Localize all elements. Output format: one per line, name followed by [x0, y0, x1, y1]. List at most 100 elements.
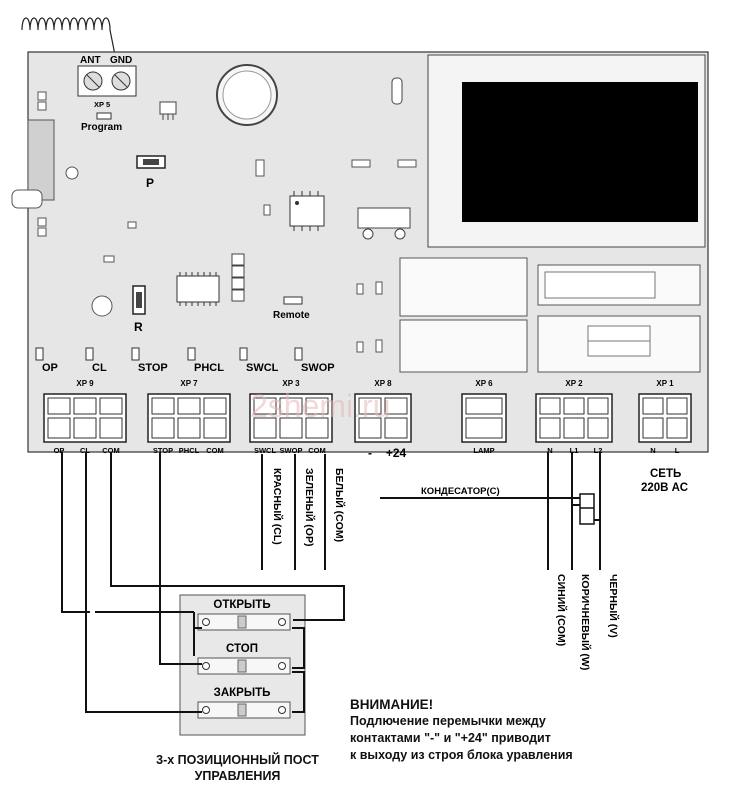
- terminal-socket[interactable]: [151, 417, 175, 439]
- terminal-screw[interactable]: [384, 397, 408, 415]
- terminal-socket[interactable]: [73, 417, 97, 439]
- terminal-pin-label: L1: [570, 446, 579, 455]
- terminal-socket[interactable]: [47, 417, 71, 439]
- warning-line2: контактами "-" и "+24" приводит: [350, 731, 551, 745]
- warning-line1: Подлючение перемычки между: [350, 714, 546, 728]
- indicator-led-swcl: [239, 347, 248, 361]
- terminal-pin-label: COM: [308, 446, 326, 455]
- terminal-socket[interactable]: [279, 417, 303, 439]
- watermark: 2shemi.ru: [250, 388, 391, 424]
- terminal-pin-label: SWOP: [280, 446, 303, 455]
- terminal-pin-label: OP: [54, 446, 65, 455]
- terminal-socket[interactable]: [253, 417, 277, 439]
- terminal-screw[interactable]: [253, 397, 277, 415]
- indicator-label-phcl: PHCL: [194, 362, 224, 374]
- capacitor-icon: [579, 493, 595, 525]
- post-wires: [61, 452, 345, 713]
- program-label: Program: [81, 122, 122, 133]
- capacitor-label: КОНДЕСАТОР(С): [421, 486, 500, 497]
- indicator-led-swop: [294, 347, 303, 361]
- terminal-screw[interactable]: [73, 397, 97, 415]
- small-resistors: [103, 159, 417, 353]
- mounting-hole: [65, 166, 79, 180]
- terminal-socket[interactable]: [177, 417, 201, 439]
- terminal-socket[interactable]: [384, 417, 408, 439]
- terminal-pin-label: -: [368, 446, 372, 460]
- terminal-socket[interactable]: [305, 417, 329, 439]
- terminal-screw[interactable]: [358, 397, 382, 415]
- motor-wires: [380, 452, 601, 570]
- terminal-screw[interactable]: [279, 397, 303, 415]
- limit-wires: [261, 454, 326, 570]
- p-label: P: [146, 176, 154, 190]
- indicator-label-stop: STOP: [138, 362, 168, 374]
- terminal-title: XP 1: [656, 379, 674, 388]
- terminal-socket[interactable]: [666, 417, 688, 439]
- warning-block: ВНИМАНИЕ! Подлючение перемычки между кон…: [350, 696, 710, 764]
- indicator-label-cl: CL: [92, 362, 107, 374]
- terminal-pin-label: STOP: [153, 446, 173, 455]
- terminal-screw[interactable]: [203, 397, 227, 415]
- terminal-socket[interactable]: [358, 417, 382, 439]
- post-button-label: ОТКРЫТЬ: [213, 599, 270, 611]
- indicator-led-cl: [85, 347, 94, 361]
- mounting-hole: [91, 295, 113, 317]
- terminal-screw[interactable]: [666, 397, 688, 415]
- antenna-terminal: [77, 65, 137, 97]
- terminal-screw[interactable]: [151, 397, 175, 415]
- post-screw: [278, 706, 286, 714]
- wire-green-op: ЗЕЛЕНЫЙ (OP): [303, 468, 316, 546]
- wire-blue-com: СИНИЙ (COM): [555, 574, 568, 646]
- terminal-socket[interactable]: [539, 417, 561, 439]
- terminal-screw[interactable]: [47, 397, 71, 415]
- terminal-screw[interactable]: [99, 397, 123, 415]
- dip8-chip: [289, 191, 325, 231]
- left-cable: [11, 189, 43, 209]
- side-pins: [37, 91, 47, 237]
- terminal-title: XP 2: [565, 379, 583, 388]
- ant-label: ANT: [80, 55, 101, 66]
- terminal-pin-label: CL: [80, 446, 90, 455]
- r-label: R: [134, 320, 143, 334]
- display-screen: [462, 82, 698, 222]
- terminal-pin-label: PHCL: [179, 446, 200, 455]
- header-pins: [231, 253, 245, 302]
- wire-white-com: БЕЛЫЙ (COM): [333, 468, 346, 542]
- terminal-socket[interactable]: [642, 417, 664, 439]
- terminal-pin-label: LAMP: [473, 446, 494, 455]
- indicator-led-stop: [131, 347, 140, 361]
- terminal-socket[interactable]: [587, 417, 609, 439]
- post-screw: [278, 662, 286, 670]
- terminal-xp8: XP 8-+24: [354, 379, 412, 460]
- post-caption-line1: 3-х ПОЗИЦИОННЫЙ ПОСТ: [156, 753, 319, 767]
- terminal-socket[interactable]: [465, 417, 503, 439]
- terminal-pin-label: N: [547, 446, 552, 455]
- indicator-label-swcl: SWCL: [246, 362, 279, 374]
- terminal-screw[interactable]: [642, 397, 664, 415]
- terminal-screw[interactable]: [177, 397, 201, 415]
- remote-jumper[interactable]: [283, 296, 303, 305]
- terminal-socket[interactable]: [203, 417, 227, 439]
- terminal-socket[interactable]: [563, 417, 585, 439]
- terminal-screw[interactable]: [563, 397, 585, 415]
- wire-black-v: ЧЕРНЫЙ (V): [607, 574, 620, 638]
- antenna-coil-icon: [21, 17, 116, 56]
- xp5-label: XP 5: [94, 100, 110, 109]
- terminal-socket[interactable]: [99, 417, 123, 439]
- terminal-screw[interactable]: [587, 397, 609, 415]
- power-label-line1: СЕТЬ: [650, 468, 681, 480]
- indicator-label-swop: SWOP: [301, 362, 335, 374]
- terminal-screw[interactable]: [539, 397, 561, 415]
- indicator-led-op: [35, 347, 44, 361]
- program-jumper[interactable]: [96, 112, 112, 120]
- power-block: [399, 257, 528, 317]
- terminal-screw[interactable]: [305, 397, 329, 415]
- post-screw: [202, 662, 210, 670]
- terminal-pin-label: COM: [206, 446, 224, 455]
- post-screw: [202, 618, 210, 626]
- terminal-screw[interactable]: [465, 397, 503, 415]
